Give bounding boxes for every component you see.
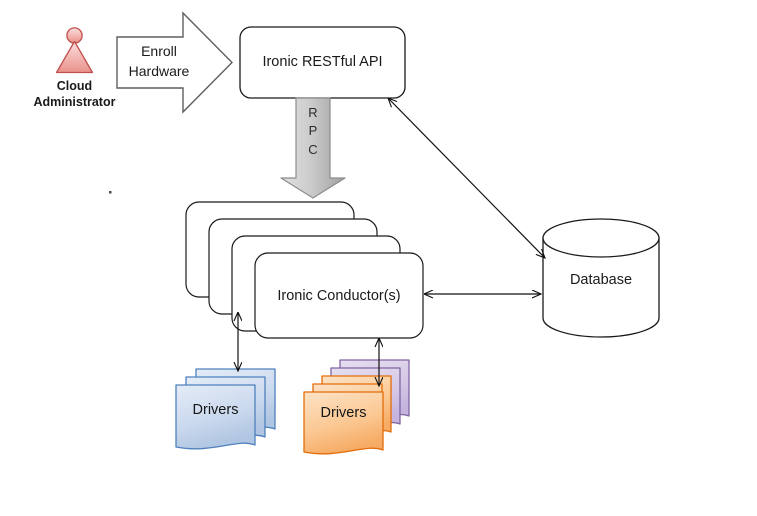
drivers-blue-stack [175, 368, 276, 450]
rpc-arrow [280, 97, 346, 199]
connector-api-to-database [388, 98, 545, 258]
ironic-conductor-node[interactable] [186, 202, 423, 338]
ironic-conductor-stack [185, 201, 424, 339]
drivers-blue-layer-1 [175, 384, 256, 450]
database-node[interactable] [543, 219, 659, 337]
cloud-administrator-icon [55, 27, 94, 74]
enroll-hardware-arrow [116, 11, 233, 114]
drivers-orange-node[interactable] [304, 360, 409, 457]
drivers-orange-layer-1 [303, 391, 384, 455]
database-cylinder [542, 218, 660, 338]
enroll-hardware-node[interactable] [117, 13, 232, 112]
conductor-layer-1 [254, 252, 424, 339]
rpc-arrow-node[interactable] [281, 98, 345, 198]
stray-dot-artifact [109, 191, 112, 194]
ironic-restful-api-node[interactable] [240, 27, 405, 98]
drivers-orange-stack [303, 359, 410, 455]
drivers-blue-node[interactable] [176, 369, 275, 451]
